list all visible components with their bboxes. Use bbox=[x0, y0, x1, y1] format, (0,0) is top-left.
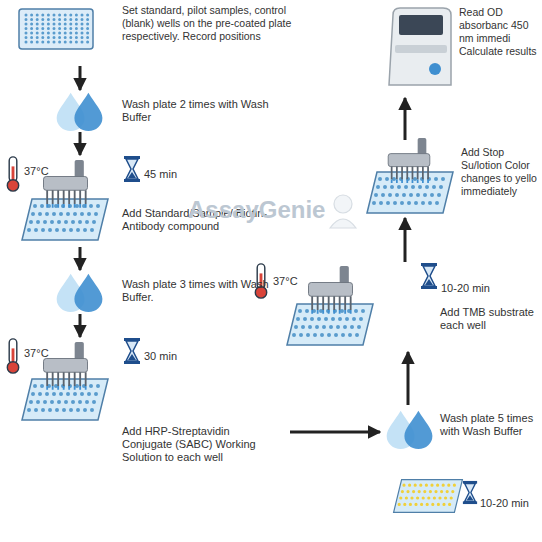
flow-arrow bbox=[290, 431, 380, 434]
wash-step: Wash plate 5 times with Wash Buffer 10-20… bbox=[380, 405, 542, 530]
time-label: 10-20 min bbox=[480, 497, 540, 510]
plate-icon bbox=[19, 9, 93, 49]
flow-arrow bbox=[407, 352, 410, 405]
flow-arrow bbox=[404, 218, 407, 262]
flow-arrow bbox=[79, 247, 82, 270]
plate-icon bbox=[22, 379, 108, 420]
step-instruction: Add HRP-Streptavidin Conjugate (SABC) Wo… bbox=[122, 425, 280, 464]
read-step: Read OD absorbanc 450 nm immedi Calculat… bbox=[380, 2, 542, 98]
genie-mascot bbox=[330, 195, 356, 228]
temperature-label: 37°C bbox=[273, 275, 313, 288]
flow-arrow bbox=[79, 132, 82, 155]
pipette-icon bbox=[388, 138, 430, 183]
flow-arrow bbox=[79, 66, 82, 90]
hourglass-icon bbox=[421, 263, 437, 289]
wash-step: Wash plate 3 times with Wash Buffer. bbox=[50, 270, 280, 314]
step-instruction: Set standard, pilot samples, control (bl… bbox=[122, 4, 300, 43]
plate-reader-icon bbox=[389, 8, 451, 85]
step-instruction: Wash plate 5 times with Wash Buffer bbox=[440, 412, 540, 438]
hourglass-icon bbox=[124, 156, 140, 182]
step-group: Set standard, pilot samples, control (bl… bbox=[10, 2, 310, 66]
genie-body bbox=[330, 219, 356, 228]
stop-step: Add Stop Su/lotion Color changes to yell… bbox=[360, 140, 542, 218]
thermometer-icon bbox=[7, 157, 18, 191]
plate-icon bbox=[367, 172, 453, 213]
step-instruction: Add TMB substrate each well bbox=[440, 306, 540, 332]
hourglass-icon bbox=[463, 481, 477, 504]
pipette-icon bbox=[309, 266, 353, 314]
wash-drops bbox=[57, 93, 103, 131]
plate-icon bbox=[287, 304, 373, 345]
time-label: 30 min bbox=[144, 350, 204, 363]
genie-head bbox=[334, 195, 352, 213]
temperature-label: 37°C bbox=[24, 165, 64, 178]
temperature-label: 37°C bbox=[24, 347, 64, 360]
pipette-icon bbox=[44, 342, 88, 390]
wash-step: Wash plate 2 times with Wash Buffer bbox=[50, 90, 280, 132]
flow-arrow bbox=[79, 314, 82, 337]
plate-icon bbox=[22, 199, 108, 240]
time-label: 10-20 min bbox=[441, 282, 511, 295]
watermark: AssayGenie bbox=[188, 196, 325, 224]
step-instruction: Read OD absorbanc 450 nm immedi Calculat… bbox=[459, 6, 540, 58]
wash-drops bbox=[57, 274, 103, 312]
flow-arrow bbox=[404, 98, 407, 140]
step-instruction: Wash plate 3 times with Wash Buffer. bbox=[122, 278, 272, 304]
incubation-step: 37°C 30 minAdd HRP-Streptavidin Conjugate… bbox=[0, 337, 290, 470]
step-instruction: Wash plate 2 times with Wash Buffer bbox=[122, 98, 272, 124]
time-label: 45 min bbox=[144, 168, 204, 181]
wash-drops bbox=[387, 411, 433, 449]
step-instruction: Add Stop Su/lotion Color changes to yell… bbox=[461, 146, 540, 198]
thermometer-icon bbox=[7, 339, 18, 373]
pipette-icon bbox=[44, 160, 88, 208]
incubation-step: 37°C 10-20 minAdd TMB substrate each well bbox=[248, 262, 542, 352]
plate-icon bbox=[394, 480, 463, 513]
hourglass-icon bbox=[124, 338, 140, 364]
